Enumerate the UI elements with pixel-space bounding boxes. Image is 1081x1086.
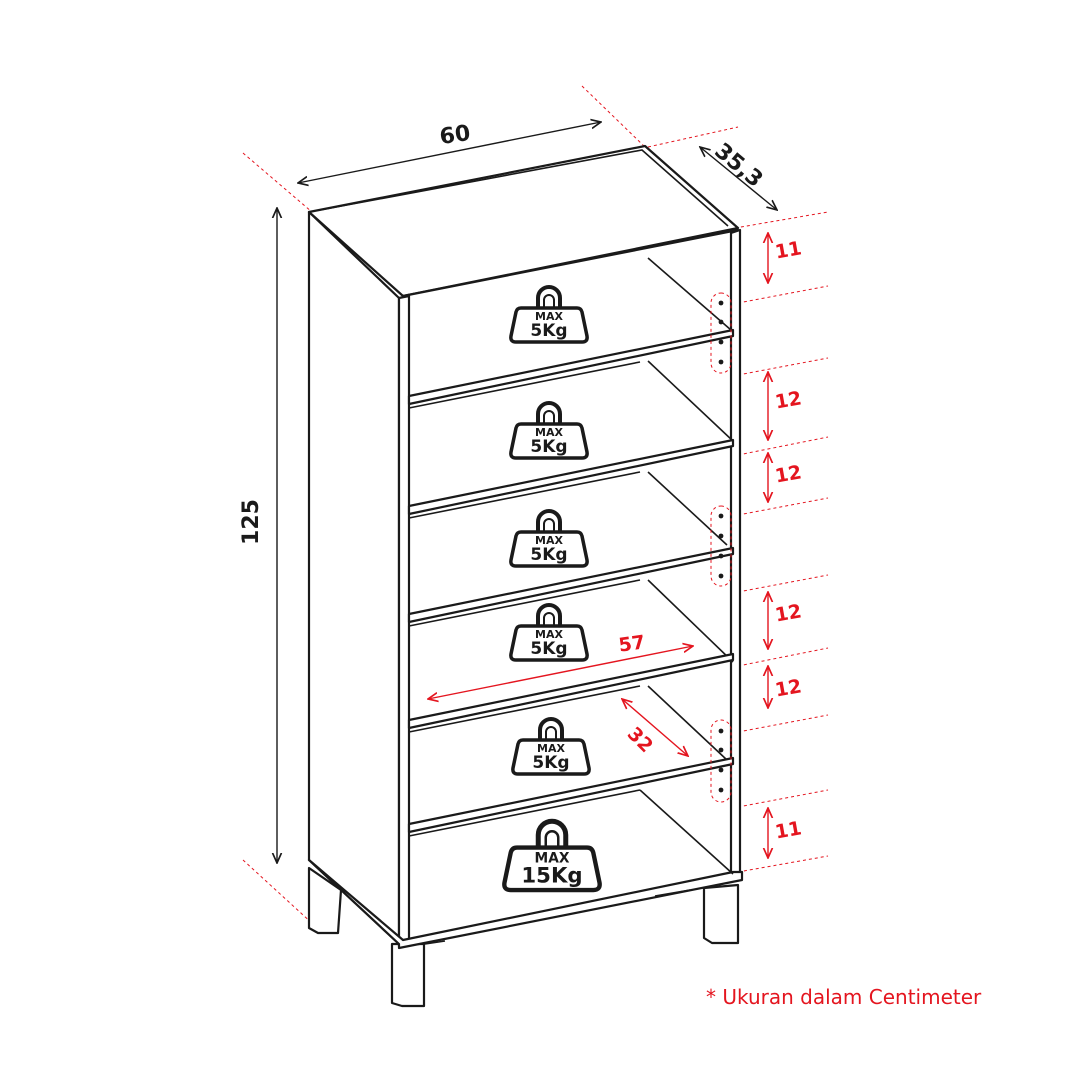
weight-value-label: 5Kg bbox=[530, 321, 567, 341]
gap-dimension: 11 bbox=[768, 808, 803, 858]
depth-label: 35,3 bbox=[709, 139, 767, 193]
height-label: 125 bbox=[239, 499, 264, 545]
inner-width-label: 57 bbox=[617, 631, 646, 656]
weight-value-label: 5Kg bbox=[532, 753, 569, 773]
gap-label: 11 bbox=[773, 817, 803, 843]
weight-max-label: MAX bbox=[535, 310, 563, 323]
shelf-1 bbox=[407, 328, 735, 409]
extension-guides bbox=[242, 85, 829, 926]
gap-label: 12 bbox=[773, 600, 803, 626]
gap-dimension: 12 bbox=[768, 666, 803, 708]
shelf-legs bbox=[307, 866, 740, 1008]
side-rails bbox=[639, 257, 734, 875]
gap-dimension: 12 bbox=[768, 453, 803, 502]
weight-value-label: 5Kg bbox=[530, 545, 567, 565]
gap-dimension: 12 bbox=[768, 372, 803, 440]
unit-note: * Ukuran dalam Centimeter bbox=[706, 985, 982, 1009]
shelf-gap-dimensions: 11 12 12 12 12 11 bbox=[768, 233, 803, 858]
width-label: 60 bbox=[438, 121, 472, 150]
shelf-2 bbox=[407, 438, 735, 519]
gap-label: 12 bbox=[773, 387, 803, 413]
weight-value-label: 5Kg bbox=[530, 639, 567, 659]
left-side-panel bbox=[307, 210, 401, 946]
front-edge bbox=[397, 294, 411, 948]
weight-max-label: MAX bbox=[535, 628, 563, 641]
shelf-3 bbox=[407, 546, 735, 627]
weight-value-label: 5Kg bbox=[530, 437, 567, 457]
gap-dimension: 11 bbox=[768, 233, 803, 283]
gap-label: 12 bbox=[773, 675, 803, 701]
weight-max-label: MAX bbox=[535, 426, 563, 439]
weight-max-label: MAX bbox=[537, 742, 565, 755]
shelf-hole-markers bbox=[710, 292, 732, 803]
weight-max-label: MAX bbox=[535, 534, 563, 547]
gap-label: 11 bbox=[773, 237, 803, 263]
gap-dimension: 12 bbox=[768, 592, 803, 649]
shelf-5 bbox=[407, 756, 735, 837]
gap-label: 12 bbox=[773, 461, 803, 487]
weight-max-label: MAX bbox=[535, 851, 570, 867]
bottom-panel bbox=[307, 858, 744, 950]
weight-value-label: 15Kg bbox=[521, 864, 582, 889]
